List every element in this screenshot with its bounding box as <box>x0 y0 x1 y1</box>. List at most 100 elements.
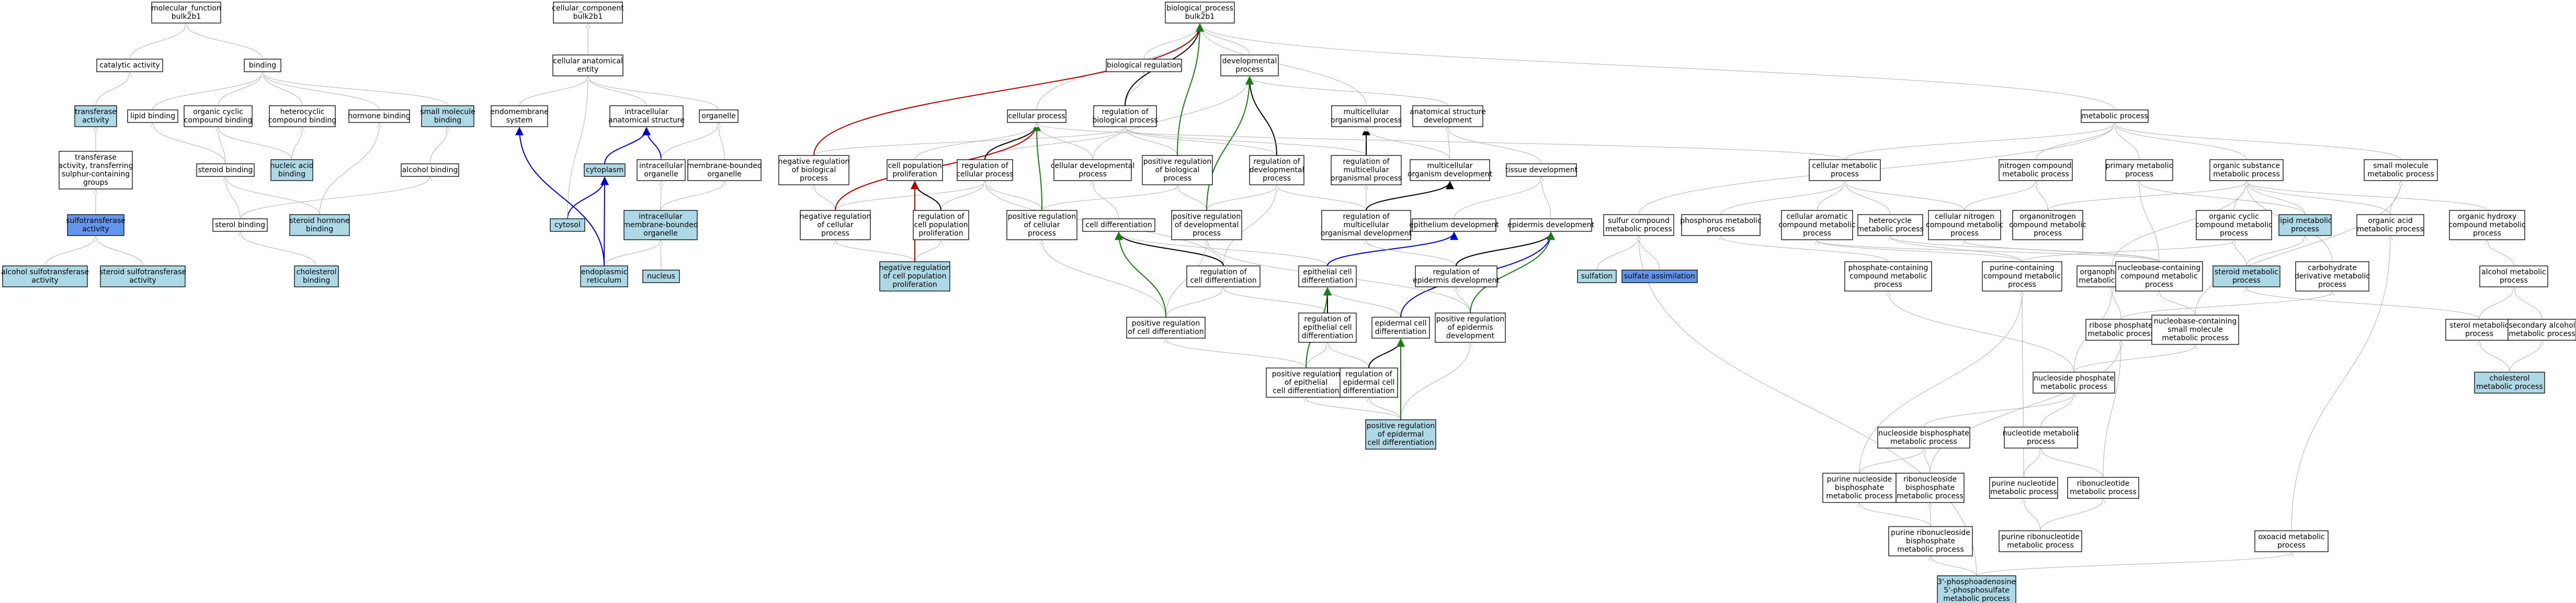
term-label: nucleobase-containing <box>2118 264 2201 272</box>
term-node-hormone-binding: hormone binding <box>348 109 411 123</box>
term-label: purine nucleotide <box>1992 479 2056 488</box>
term-box <box>1093 105 1157 127</box>
edge-is-a <box>2022 292 2024 478</box>
term-label: intracellular <box>639 213 683 221</box>
term-label: process <box>2008 281 2036 289</box>
edge-is-a <box>240 232 317 266</box>
edge-is-a <box>2479 288 2514 320</box>
edge-is-a <box>2509 341 2542 373</box>
edge-is-a <box>2040 394 2074 428</box>
term-box <box>2254 530 2329 552</box>
term-box <box>1053 159 1132 181</box>
term-node-cytosol: cytosol <box>550 218 585 232</box>
edge-is-a <box>1143 24 1200 60</box>
edge-is-a <box>1200 24 1250 55</box>
term-label: regulation of <box>1102 108 1149 116</box>
term-label: of cell population <box>883 272 947 281</box>
term-box <box>421 105 474 127</box>
term-box <box>2209 159 2284 181</box>
term-label: binding <box>249 61 276 70</box>
edge-part-of <box>567 176 609 219</box>
term-label: organelle <box>707 170 741 178</box>
term-label: organic acid <box>2368 217 2413 225</box>
term-label: bulk2b1 <box>172 13 201 21</box>
term-label: of cellular <box>1024 221 1060 229</box>
term-box <box>1888 526 1973 556</box>
edge-is-a <box>2246 182 2306 215</box>
edge-is-a <box>1400 343 1470 420</box>
term-label: metabolic process <box>1826 492 1893 500</box>
term-label: metabolic process <box>2002 170 2069 178</box>
term-label: metabolic process <box>2213 170 2280 178</box>
edge-is-a <box>1721 237 1889 262</box>
term-label: activity <box>82 225 109 233</box>
term-box <box>1999 530 2082 552</box>
term-label: regulation of <box>1345 370 1392 378</box>
term-label: process <box>2232 276 2261 285</box>
edge-regulates <box>1366 181 1454 211</box>
term-label: ribonucleoside <box>1903 475 1957 484</box>
term-label: of epidermis <box>1447 323 1493 332</box>
edge-is-a <box>813 128 1125 156</box>
term-box <box>100 265 186 287</box>
term-label: positive regulation <box>1132 319 1200 328</box>
term-label: compound metabolic <box>1778 221 1856 229</box>
term-box <box>1340 367 1398 398</box>
term-label: biological regulation <box>1107 61 1181 70</box>
term-label: derivative metabolic <box>2295 272 2370 281</box>
edge-is-a <box>1454 177 1541 219</box>
term-label: of developmental <box>1175 221 1239 229</box>
term-label: transferase <box>75 153 117 162</box>
edge-is-a <box>1125 128 1178 156</box>
edge-is-a <box>1200 24 2115 110</box>
term-box <box>59 151 133 189</box>
edge-is-a <box>1976 553 2291 576</box>
term-label: positive regulation <box>1436 315 1504 323</box>
term-label: differentiation <box>1302 332 1354 340</box>
term-node-purine-ribonucleoside-bis: purine ribonucleosidebisphosphatemetabol… <box>1888 526 1973 556</box>
term-box <box>1781 210 1853 240</box>
edge-is-a <box>2041 449 2104 478</box>
term-label: secondary alcohol <box>2509 321 2575 330</box>
term-label: ribose phosphate <box>2089 321 2153 330</box>
term-label: organelle <box>643 229 677 238</box>
term-label: compound metabolic <box>1926 221 2003 229</box>
term-box <box>1415 265 1497 287</box>
term-label: heterocycle <box>1869 217 1912 225</box>
term-box <box>1989 477 2058 499</box>
edge-is-a <box>1890 237 2023 262</box>
edge-is-a <box>2022 241 2234 262</box>
term-box <box>609 105 684 127</box>
edge-part-of <box>600 176 609 266</box>
edge-is-a <box>1923 394 2074 428</box>
term-box <box>1365 419 1436 450</box>
term-box <box>1844 261 1932 292</box>
term-label: nucleoside bisphosphate <box>1878 429 1969 438</box>
term-box <box>491 105 548 127</box>
term-label: tissue development <box>1505 166 1578 174</box>
term-box <box>2364 159 2438 181</box>
edge-is-a <box>319 124 379 215</box>
term-box <box>1822 473 1897 503</box>
term-box <box>1371 317 1430 339</box>
term-label: process <box>1263 174 1291 183</box>
term-label: process <box>1028 229 1056 238</box>
